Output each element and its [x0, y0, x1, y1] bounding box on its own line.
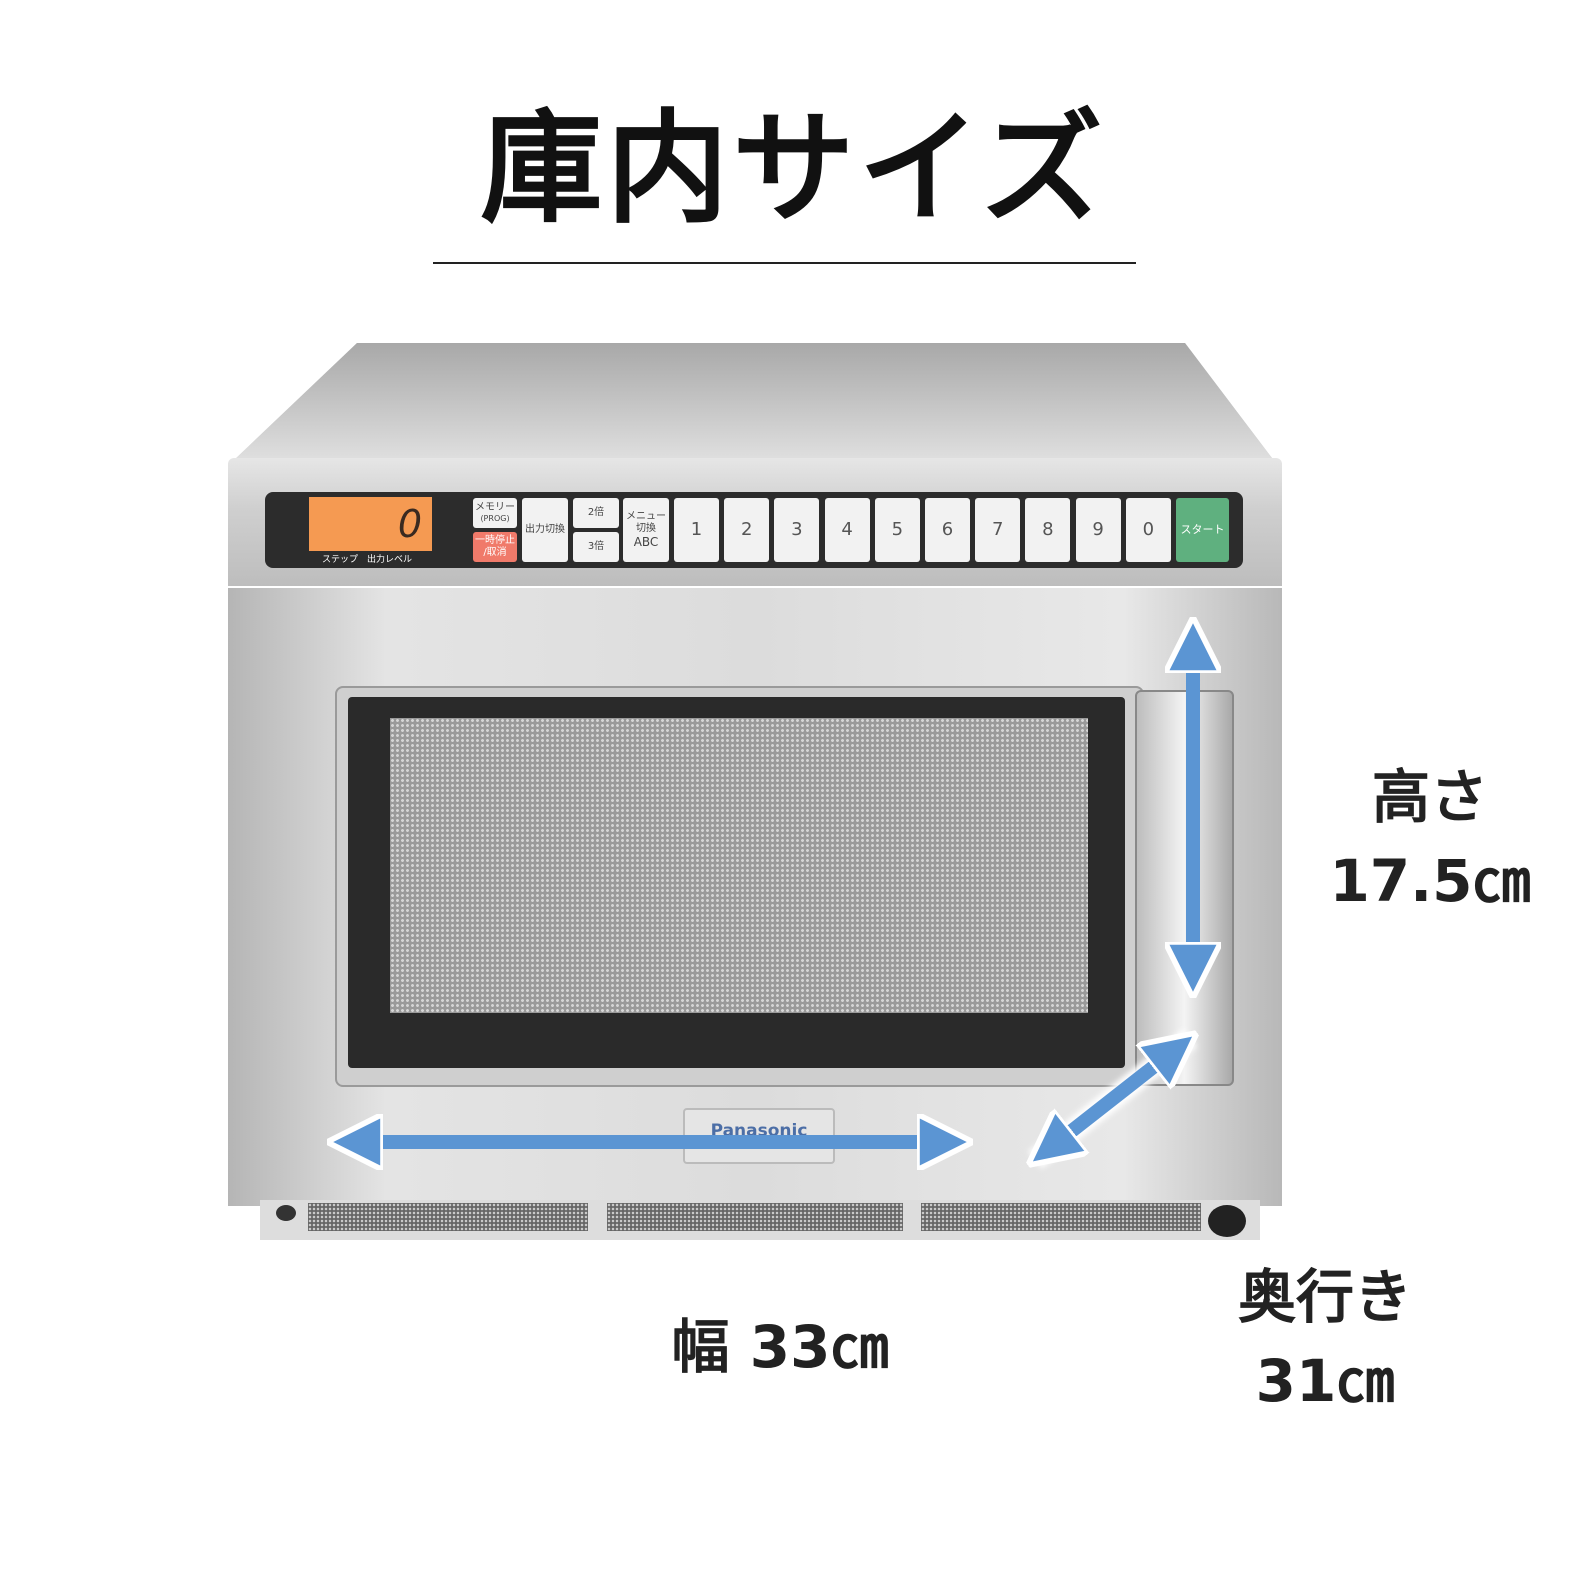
menu-abc-label: ABC [633, 534, 659, 549]
memory-sublabel: (PROG) [480, 514, 510, 524]
menu-sublabel: 切換 [636, 522, 656, 534]
pause-label: 一時停止 [475, 535, 515, 546]
window-mesh [390, 718, 1088, 1013]
height-dimension: 高さ 17.5㎝ [1310, 755, 1550, 923]
cancel-label: /取消 [483, 547, 507, 558]
depth-arrow [1035, 1038, 1190, 1160]
number-key-9[interactable]: 9 [1075, 498, 1121, 562]
memory-label: メモリー [475, 502, 515, 514]
number-key-5[interactable]: 5 [874, 498, 920, 562]
number-key-6[interactable]: 6 [925, 498, 970, 562]
foot-right [1208, 1205, 1246, 1237]
height-value: 17.5㎝ [1329, 847, 1531, 916]
number-key-2[interactable]: 2 [724, 498, 770, 562]
number-key-1[interactable]: 1 [674, 498, 719, 562]
double-button[interactable]: 2倍 [573, 498, 619, 528]
power-switch-button[interactable]: 出力切換 [522, 498, 568, 562]
foot-left [276, 1205, 296, 1221]
vent-left [308, 1203, 588, 1231]
display: 0 [309, 497, 432, 551]
depth-dimension: 奥行き 31㎝ [1195, 1255, 1455, 1423]
height-label: 高さ [1371, 763, 1488, 831]
menu-label: メニュー [626, 510, 666, 522]
page-title: 庫内サイズ [480, 98, 1107, 240]
start-button[interactable]: スタート [1176, 498, 1229, 562]
memory-button[interactable]: メモリー(PROG) [473, 498, 517, 528]
number-key-8[interactable]: 8 [1025, 498, 1071, 562]
number-key-3[interactable]: 3 [774, 498, 820, 562]
number-key-7[interactable]: 7 [975, 498, 1021, 562]
title-divider [433, 262, 1136, 264]
depth-label: 奥行き [1237, 1263, 1412, 1331]
depth-value: 31㎝ [1255, 1347, 1395, 1416]
vent-center [607, 1203, 903, 1231]
width-dimension: 幅 33㎝ [671, 1313, 889, 1381]
number-key-4[interactable]: 4 [824, 498, 870, 562]
triple-button[interactable]: 3倍 [573, 532, 619, 562]
vent-right [921, 1203, 1201, 1231]
number-key-0[interactable]: 0 [1125, 498, 1171, 562]
pause-cancel-button[interactable]: 一時停止/取消 [473, 532, 517, 562]
display-labels: ステップ 出力レベル [322, 555, 413, 565]
